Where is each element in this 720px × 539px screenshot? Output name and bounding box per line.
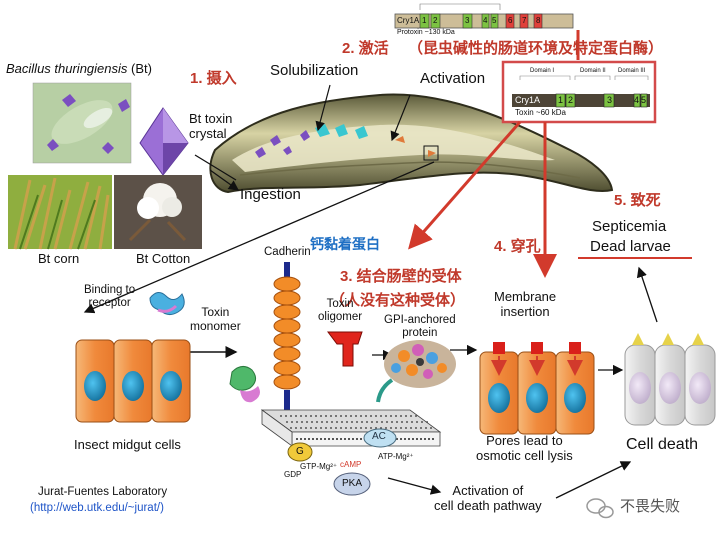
protoxin-gene: Cry1A	[397, 16, 420, 25]
toxin-monomer-structure	[149, 292, 260, 403]
toxin-domain-iii: Domain III	[618, 68, 646, 74]
membrane-insertion-label: Membrane insertion	[494, 289, 557, 319]
cadherin-receptor	[273, 262, 301, 420]
toxin-oligomer	[327, 331, 363, 367]
toxin-caption: Toxin ~60 kDa	[515, 108, 566, 117]
toxin-domain-ii: Domain II	[580, 68, 606, 74]
toxin-block-numbers: 1 2 3 4 5	[556, 95, 651, 107]
toxin-block-3: 3	[607, 95, 613, 105]
binding-label: Binding to receptor	[84, 284, 136, 310]
activation-label: Activation	[420, 70, 486, 87]
cell-membrane-bilayer	[260, 409, 442, 496]
solubilization-label: Solubilization	[270, 62, 359, 79]
protoxin-domain-3: 3	[465, 16, 470, 25]
wechat-icon	[586, 498, 614, 519]
protoxin-domain-7: 7	[522, 16, 527, 25]
cell-death-pathway-label: Activation of cell death pathway	[434, 483, 542, 513]
flow-arrows	[83, 84, 658, 499]
pore-cells	[479, 342, 595, 435]
insect-gut-illustration	[209, 93, 614, 194]
lab-url: (http://web.utk.edu/~jurat/)	[30, 502, 164, 515]
protoxin-domain-5: 5	[492, 16, 497, 25]
toxin-block-4: 4	[634, 95, 640, 105]
cadherin-cn-label: 钙黏着蛋白	[310, 236, 380, 252]
lab-credit: Jurat-Fuentes Laboratory	[38, 486, 168, 498]
dead-cells	[624, 333, 716, 426]
protoxin-domain-numbers: 1 2 3 4 5 6 7 8	[420, 16, 550, 28]
protoxin-domain-2: 2	[433, 16, 438, 25]
ingestion-label: Ingestion	[240, 186, 301, 203]
camp-label: cAMP	[340, 460, 362, 469]
g-protein-label: G	[296, 446, 304, 457]
gpi-anchored-protein	[376, 340, 456, 403]
activation-red-arrows	[408, 30, 580, 278]
protoxin-domain-8: 8	[536, 16, 541, 25]
pores-label: Pores lead to osmotic cell lysis	[476, 433, 573, 463]
ac-label: AC	[372, 431, 386, 442]
step-2-label: 2. 激活	[342, 40, 389, 57]
toxin-domain-i: Domain I	[530, 68, 555, 74]
crystal-label: Bt toxin crystal	[189, 111, 233, 141]
bacterium-photo	[32, 82, 132, 164]
organism-name: Bacillus thuringiensis	[6, 61, 128, 76]
cadherin-label: Cadherin	[264, 246, 311, 258]
midgut-cells	[75, 339, 191, 423]
bt-cotton-photo	[114, 175, 202, 249]
watermark-text: 不畏失败	[620, 498, 681, 515]
protoxin-caption: Protoxin ~130 kDa	[397, 29, 455, 36]
toxin-block-5: 5	[641, 95, 647, 105]
pka-label: PKA	[342, 478, 363, 489]
protoxin-domain-1: 1	[422, 16, 427, 25]
gpi-label: GPI-anchored protein	[384, 314, 456, 340]
protoxin-domain-6: 6	[508, 16, 513, 25]
step-4-label: 4. 穿孔	[494, 238, 541, 255]
bt-corn-photo	[8, 175, 112, 250]
dead-larvae-label: Dead larvae	[590, 238, 671, 255]
step-3-note: （人没有这种受体）	[330, 292, 466, 309]
gtp-label: GTP-Mg²⁺	[300, 462, 338, 471]
toxin-block-2: 2	[568, 95, 574, 105]
gdp-label: GDP	[284, 470, 302, 479]
monomer-label: Toxin monomer	[190, 305, 241, 333]
bt-cotton-label: Bt Cotton	[136, 251, 191, 266]
step-1-label: 1. 摄入	[190, 70, 237, 87]
toxin-gene: Cry1A	[515, 95, 541, 105]
toxin-schematic-inset	[501, 60, 657, 124]
protoxin-domain-4: 4	[483, 16, 488, 25]
bt-corn-label: Bt corn	[38, 251, 80, 266]
organism-abbr: (Bt)	[131, 61, 152, 76]
bt-toxin-crystal	[139, 107, 189, 176]
septicemia-label: Septicemia	[592, 218, 667, 235]
toxin-block-1: 1	[558, 95, 564, 105]
step-2-note: （昆虫碱性的肠道环境及特定蛋白酶）	[408, 40, 664, 57]
atp-label: ATP-Mg²⁺	[378, 452, 414, 461]
oligomer-label: Toxin oligomer	[318, 298, 363, 324]
step-3-label: 3. 结合肠壁的受体	[340, 268, 462, 285]
midgut-cells-label: Insect midgut cells	[74, 437, 181, 452]
step-5-label: 5. 致死	[614, 192, 661, 209]
cell-death-label: Cell death	[626, 436, 699, 453]
lab-url-text: (http://web.utk.edu/~jurat/)	[30, 502, 164, 514]
protoxin-schematic	[394, 3, 574, 29]
organism-label: Bacillus thuringiensis (Bt)	[6, 61, 152, 77]
